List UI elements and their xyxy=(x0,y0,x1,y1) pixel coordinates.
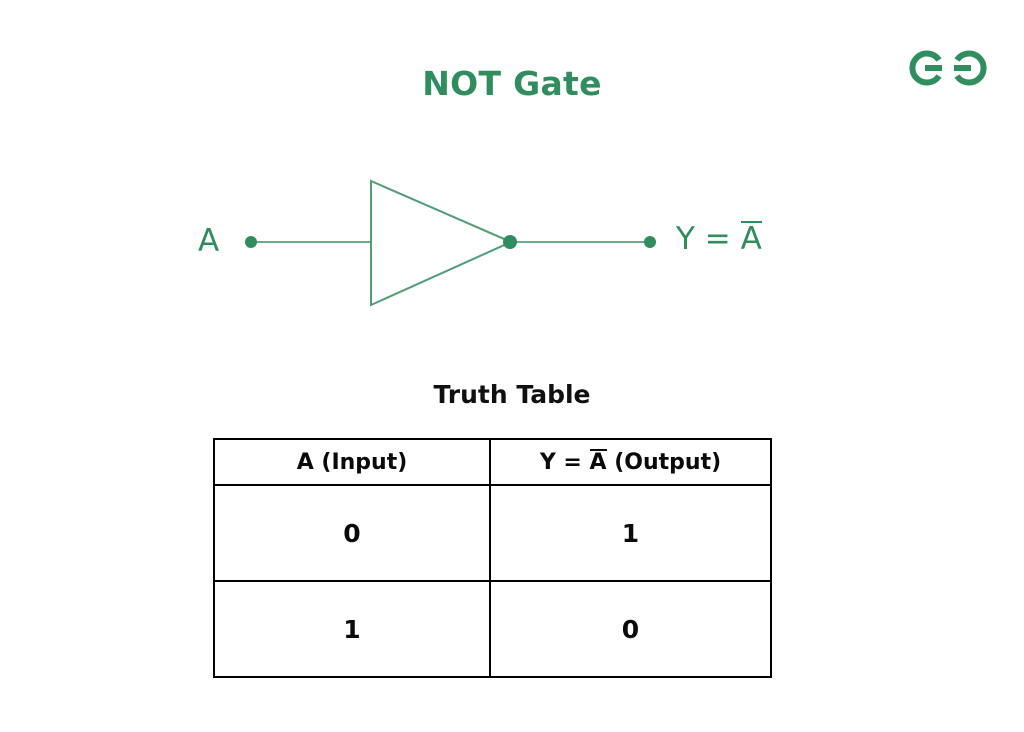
output-label-var-overline: A xyxy=(740,221,762,257)
table-row: 0 1 xyxy=(213,484,772,582)
output-label-y: Y = A xyxy=(676,216,762,262)
cell-output: 1 xyxy=(489,484,772,582)
table-row: 1 0 xyxy=(213,580,772,678)
not-gate-schematic xyxy=(0,150,1024,340)
truth-table-heading: Truth Table xyxy=(433,380,591,409)
output-terminal-node xyxy=(644,236,656,248)
header-output-suffix: (Output) xyxy=(606,449,722,475)
table-header-output: Y = A (Output) xyxy=(489,438,772,486)
table-header-row: A (Input) Y = A (Output) xyxy=(213,438,772,486)
cell-output: 0 xyxy=(489,580,772,678)
truth-table: A (Input) Y = A (Output) 0 1 1 0 xyxy=(213,438,772,678)
input-node-a xyxy=(245,236,257,248)
output-node-y xyxy=(503,235,517,249)
cell-input: 1 xyxy=(213,580,491,678)
cell-input: 0 xyxy=(213,484,491,582)
gate-triangle xyxy=(370,179,514,307)
output-label-prefix: Y = xyxy=(676,221,741,257)
header-output-var-overline: A xyxy=(589,448,607,475)
header-output-prefix: Y = xyxy=(539,449,590,475)
table-header-input: A (Input) xyxy=(213,438,491,486)
input-label-a: A xyxy=(198,223,220,259)
geeksforgeeks-logo xyxy=(908,42,988,94)
page-title: NOT Gate xyxy=(422,64,602,103)
